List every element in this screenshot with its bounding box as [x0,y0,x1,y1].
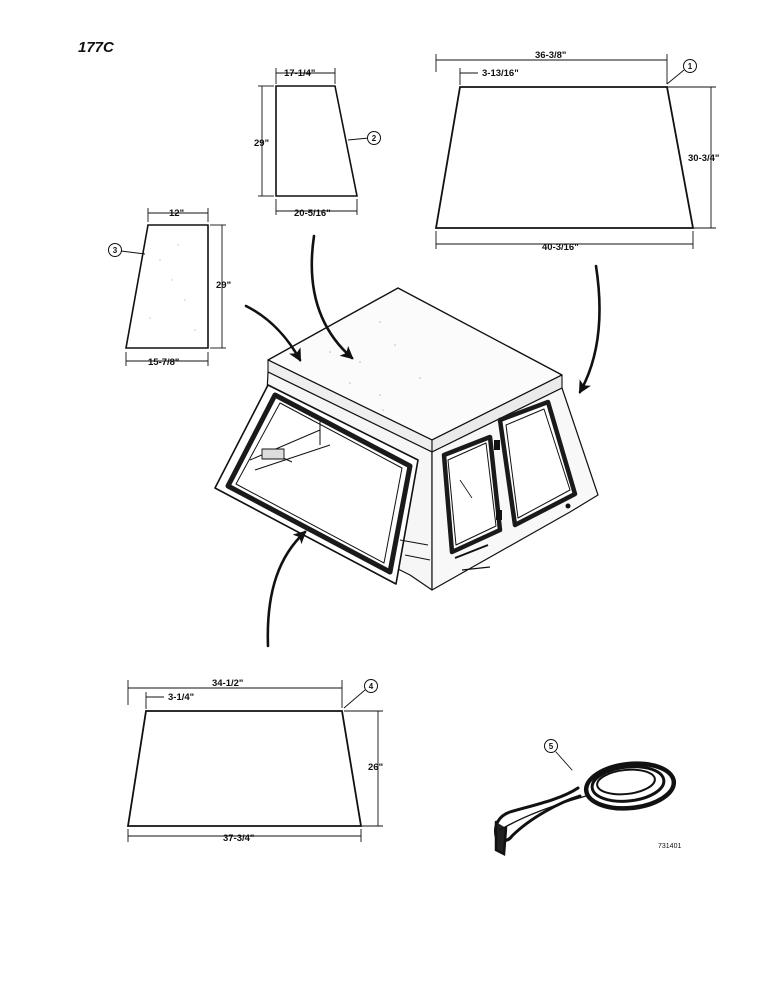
part-2-outline [275,85,358,197]
part-1-top-dim: 36-3/8" [535,50,566,61]
part-4-glass: 34-1/2" 3-1/4" 26" 37-3/4" 4 [126,678,383,844]
part-2-bottom-dim: 20-5/16" [294,208,331,219]
part-5-callout-circle [544,739,558,753]
part-3-height-dim: 29" [216,280,231,291]
part-2-glass: 17-1/4" 29" 20-5/16" 2 [254,68,381,219]
part-4-height-dim: 26" [368,762,383,773]
part-2-top-dim: 17-1/4" [284,68,315,79]
part-3-glass: 12" 29" 15-7/8" 3 [108,208,231,368]
cab-illustration [214,287,599,591]
part-1-callout: 1 [688,62,693,71]
arrow-part-4 [266,530,307,648]
part-5-seal: 5 [494,739,677,856]
part-1-height-dim: 30-3/4" [688,153,719,164]
arrow-part-3 [244,304,302,362]
part-3-bottom-dim: 15-7/8" [148,357,179,368]
part-1-bottom-dim: 40-3/16" [542,242,579,253]
arrow-part-2 [310,234,354,360]
part-1-glass: 36-3/8" 3-13/16" 30-3/4" 40-3/16" 1 [434,50,719,253]
page-id: 177C [78,39,115,56]
pointer-arrows [244,234,601,648]
arrow-part-1 [578,264,601,394]
part-1-callout-circle [683,59,697,73]
part-3-top-dim: 12" [169,208,184,219]
part-4-bottom-dim: 37-3/4" [223,833,254,844]
part-5-callout: 5 [549,742,554,751]
part-2-callout: 2 [372,134,377,143]
part-4-offset-dim: 3-1/4" [168,692,194,703]
part-4-callout: 4 [369,682,374,691]
part-1-offset-dim: 3-13/16" [482,68,519,79]
part-4-top-dim: 34-1/2" [212,678,243,689]
part-2-callout-circle [367,131,381,145]
part-3-callout: 3 [113,246,118,255]
part-4-outline [126,710,363,827]
part-4-callout-circle [364,679,378,693]
part-1-outline [434,86,695,229]
part-3-outline [125,224,209,349]
drawing-number: 731401 [658,843,681,850]
part-2-height-dim: 29" [254,138,269,149]
part-3-callout-circle [108,243,122,257]
